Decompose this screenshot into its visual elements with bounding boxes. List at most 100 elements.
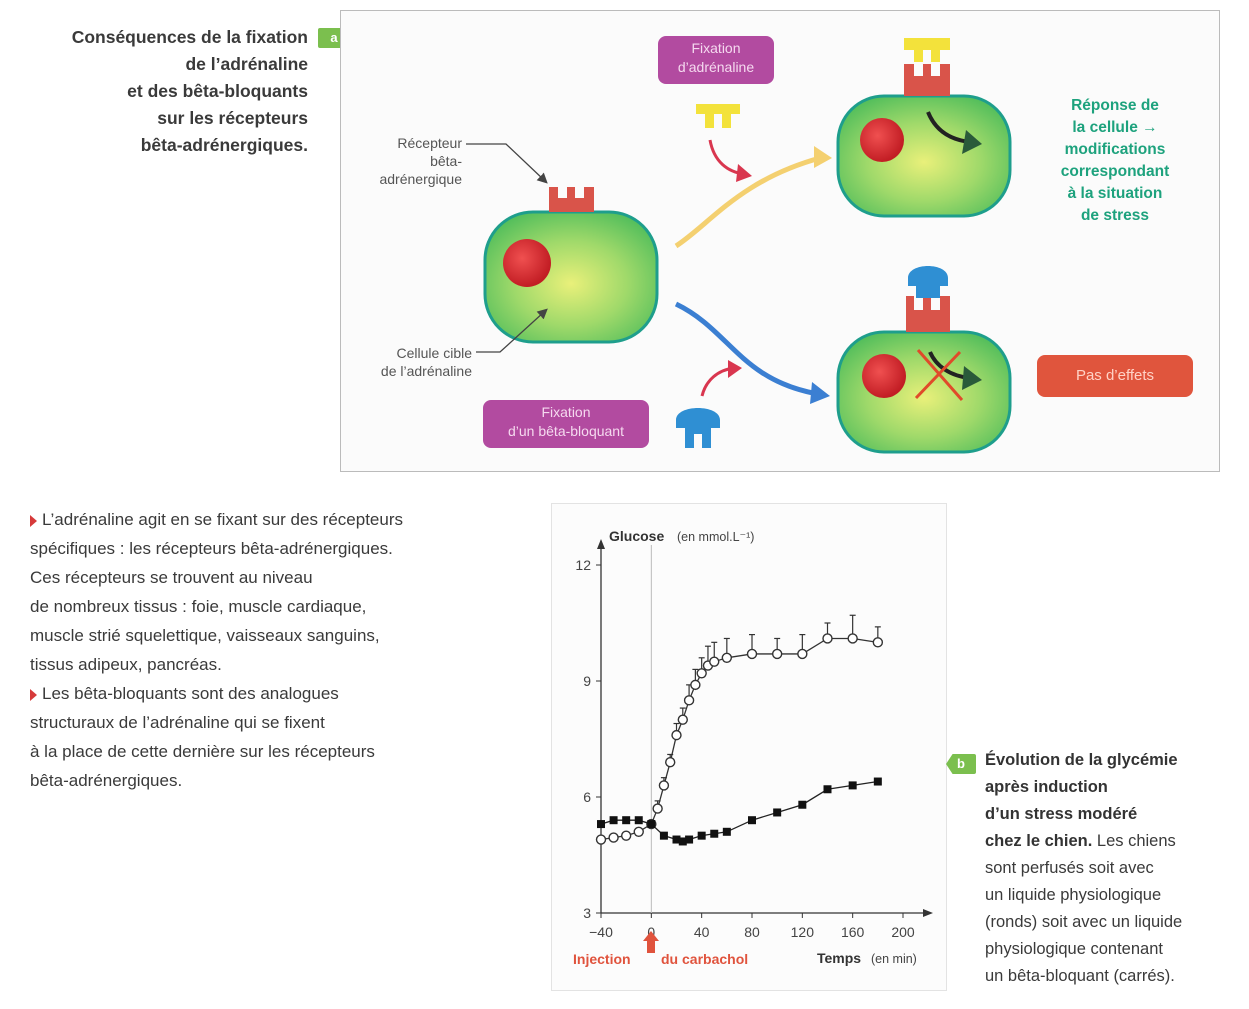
receptor-diagram	[466, 38, 1012, 454]
data-point-circle	[872, 637, 884, 648]
beta-blocker-icon	[676, 408, 720, 448]
x-axis-arrow-icon	[923, 909, 933, 917]
y-axis-label: Glucose	[609, 528, 664, 544]
data-point-square	[678, 837, 687, 846]
response-line: la cellule →	[1072, 119, 1158, 136]
blocked-arrow-icon	[962, 366, 982, 390]
data-point-circle	[633, 826, 644, 837]
caption-line: (ronds) soit avec un liquide	[985, 913, 1183, 931]
data-point-circle	[608, 832, 619, 843]
data-point-circle	[797, 648, 808, 660]
y-tick-label: 3	[583, 905, 591, 921]
caption-b: Évolution de la glycémie après induction…	[985, 747, 1235, 990]
paragraph-line: muscle strié squelettique, vaisseaux san…	[30, 626, 380, 645]
x-tick-label: 200	[891, 924, 915, 940]
receptor-label-line: adrénergique	[379, 171, 462, 187]
data-point-circle	[652, 803, 663, 814]
fixation-beta-badge: Fixation d’un bêta-bloquant	[483, 400, 649, 448]
caption-title-line: Évolution de la glycémie	[985, 751, 1178, 769]
pill-line: d’adrénaline	[677, 59, 755, 75]
data-point-circle	[683, 695, 695, 706]
data-point-circle	[620, 830, 632, 841]
title-line: de l’adrénaline	[185, 54, 308, 74]
bullet-marker-icon	[30, 514, 37, 527]
receptor-label: Récepteur bêta- adrénergique	[360, 134, 462, 188]
data-point-square	[609, 816, 618, 825]
y-tick-label: 12	[575, 557, 591, 573]
data-point-square	[697, 831, 706, 840]
paragraph-line: L’adrénaline agit en se fixant sur des r…	[30, 505, 510, 534]
data-point-circle	[658, 780, 670, 791]
caption-title-line: d’un stress modéré	[985, 805, 1138, 823]
title-line: Conséquences de la fixation	[71, 27, 308, 47]
data-point-square	[848, 781, 857, 790]
data-point-square	[597, 820, 605, 829]
receptor-label-line: bêta-	[430, 153, 462, 169]
x-tick-label: 120	[791, 924, 815, 940]
data-point-square	[659, 831, 668, 840]
caption-line: chez le chien. Les chiens	[985, 828, 1235, 855]
data-point-square	[722, 827, 731, 836]
caption-title-line: chez le chien.	[985, 832, 1093, 850]
data-point-circle	[746, 648, 758, 660]
data-point-square	[647, 820, 656, 829]
cell-label: Cellule cible de l’adrénaline	[352, 344, 472, 380]
paragraph-line: Les bêta-bloquants sont des analogues	[30, 679, 510, 708]
target-cell	[483, 187, 659, 344]
data-point-circle	[709, 656, 720, 667]
y-axis-unit: (en mmol.L⁻¹)	[677, 530, 754, 544]
explanation-text: L’adrénaline agit en se fixant sur des r…	[30, 505, 510, 795]
y-axis-arrow-icon	[597, 539, 605, 549]
x-tick-label: 160	[841, 924, 865, 940]
series-squares	[597, 777, 882, 846]
paragraph-line: à la place de cette dernière sur les réc…	[30, 742, 375, 761]
injection-arrow-icon	[643, 931, 659, 953]
data-point-circle	[677, 714, 688, 725]
bullet-marker-icon	[30, 688, 37, 701]
data-point-square	[622, 816, 631, 825]
pill-line: Fixation	[541, 404, 591, 420]
data-point-circle	[690, 679, 701, 691]
response-line: modifications	[1064, 141, 1166, 158]
pill-line: d’un bêta-bloquant	[508, 423, 624, 439]
paragraph-line: structuraux de l’adrénaline qui se fixen…	[30, 713, 325, 732]
title-line: bêta-adrénergiques.	[140, 135, 308, 155]
paragraph-line: spécifiques : les récepteurs bêta-adréne…	[30, 539, 393, 558]
paragraph-text: Les bêta-bloquants sont des analogues	[42, 684, 339, 703]
response-line: de stress	[1080, 207, 1150, 224]
y-tick-label: 9	[583, 673, 591, 689]
data-point-circle	[665, 757, 676, 768]
data-point-square	[672, 835, 681, 844]
responding-cell	[836, 38, 1012, 218]
injection-label: Injection	[573, 951, 631, 967]
data-point-square	[873, 777, 882, 786]
data-point-square	[773, 808, 782, 817]
data-point-square	[685, 835, 694, 844]
x-axis-unit: (en min)	[871, 952, 917, 966]
data-point-circle	[595, 834, 607, 845]
data-point-circle	[771, 648, 783, 660]
x-tick-label: 40	[694, 924, 710, 940]
adrenaline-icon	[904, 38, 950, 62]
data-point-circle	[696, 668, 707, 679]
paragraph-line: de nombreux tissus : foie, muscle cardia…	[30, 597, 367, 616]
x-tick-label: −40	[589, 924, 613, 940]
title-line: et des bêta-bloquants	[127, 81, 308, 101]
y-tick-label: 6	[583, 789, 591, 805]
receptor-icon	[549, 187, 594, 212]
data-point-square	[798, 800, 807, 809]
receptor-icon	[906, 296, 950, 332]
caption-text: Les chiens	[1096, 832, 1176, 850]
data-point-square	[634, 816, 643, 825]
receptor-icon	[904, 64, 950, 96]
paragraph-line: bêta-adrénergiques.	[30, 771, 183, 790]
section-a-title: Conséquences de la fixation de l’adrénal…	[20, 24, 308, 159]
adrenaline-path-arrow	[674, 155, 821, 249]
title-line: sur les récepteurs	[157, 108, 308, 128]
data-point-square	[823, 785, 832, 794]
x-axis-label: Temps	[817, 950, 861, 966]
cell-label-line: Cellule cible	[396, 345, 472, 361]
glucose-chart-panel	[551, 503, 947, 991]
